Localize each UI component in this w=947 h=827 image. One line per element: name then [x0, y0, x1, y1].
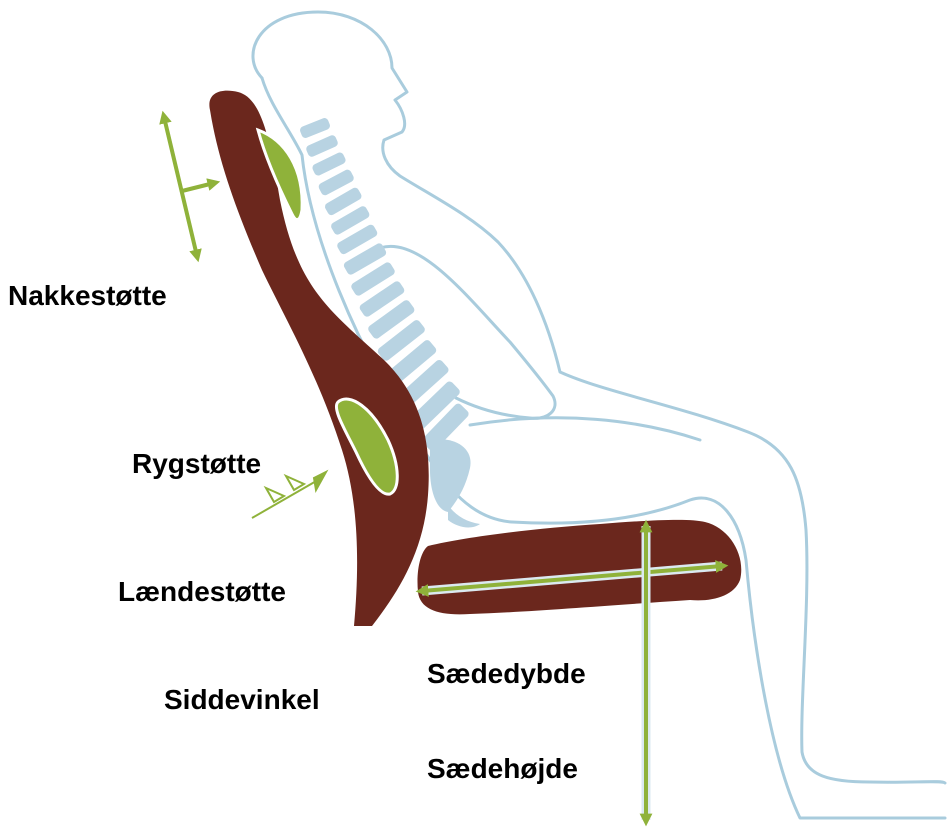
neck-support-label: Nakkestøtte: [8, 282, 167, 310]
back-support-arrows: [252, 472, 326, 518]
seat-height-label: Sædehøjde: [427, 755, 578, 783]
neck-adjust-arrows: [164, 117, 214, 256]
lumbar-support-label: Lændestøtte: [118, 578, 286, 606]
seat-depth-label: Sædedybde: [427, 660, 586, 688]
thigh-inner-outline: [470, 418, 700, 440]
seat-angle-label: Siddevinkel: [164, 686, 320, 714]
back-support-label: Rygstøtte: [132, 450, 261, 478]
